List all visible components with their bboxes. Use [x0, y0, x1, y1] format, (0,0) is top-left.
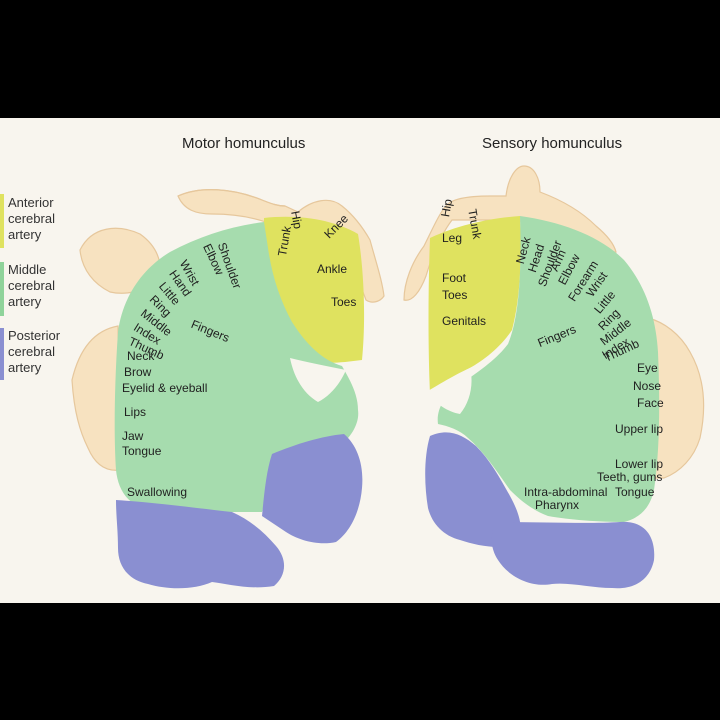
motor-homunculus-figure — [71, 189, 385, 471]
sensory-label-pharynx: Pharynx — [535, 498, 580, 512]
motor-label-tongue: Tongue — [122, 444, 162, 458]
legend-swatch-posterior — [0, 328, 4, 380]
legend-swatch-anterior — [0, 194, 4, 248]
motor-label-ankle: Ankle — [317, 262, 348, 276]
legend-swatch-middle — [0, 262, 4, 316]
motor-posterior-region — [262, 434, 363, 544]
motor-middle-region — [114, 222, 359, 512]
sensory-label-face: Face — [637, 396, 664, 410]
motor-label-neck: Neck — [127, 349, 155, 363]
motor-title: Motor homunculus — [182, 135, 306, 152]
sensory-label-eye: Eye — [637, 361, 658, 375]
motor-label-hip: Hip — [288, 209, 306, 230]
sensory-label-teeth-gums: Teeth, gums — [597, 470, 663, 484]
motor-label-lips: Lips — [124, 405, 147, 419]
sensory-label-leg: Leg — [442, 231, 463, 245]
sensory-label-tongue: Tongue — [615, 485, 655, 499]
sensory-homunculus-figure — [403, 165, 705, 479]
motor-label-toes: Toes — [331, 295, 357, 309]
motor-label-swallowing: Swallowing — [127, 485, 188, 499]
sensory-anterior-region — [428, 216, 521, 394]
sensory-title: Sensory homunculus — [482, 135, 623, 152]
motor-label-brow: Brow — [124, 365, 152, 379]
motor-anterior-region — [264, 216, 365, 363]
sensory-label-nose: Nose — [633, 379, 662, 393]
sensory-label-toes: Toes — [442, 288, 468, 302]
sensory-posterior-region-base — [491, 521, 655, 589]
motor-label-eyelid: Eyelid & eyeball — [122, 381, 208, 395]
sensory-label-foot: Foot — [442, 271, 467, 285]
sensory-label-genitals: Genitals — [442, 314, 487, 328]
legend-middle: Middle cerebral artery — [8, 262, 55, 309]
sensory-posterior-region — [425, 432, 521, 547]
motor-posterior-region-base — [116, 500, 285, 589]
legend-posterior: Posterior cerebral artery — [8, 328, 61, 375]
legend-anterior: Anterior cerebral artery — [8, 195, 55, 242]
sensory-middle-region — [437, 216, 660, 522]
sensory-label-intra-abdominal: Intra-abdominal — [524, 485, 608, 499]
motor-label-jaw: Jaw — [122, 429, 144, 443]
sensory-label-lower-lip: Lower lip — [615, 457, 664, 471]
sensory-label-upper-lip: Upper lip — [615, 422, 664, 436]
